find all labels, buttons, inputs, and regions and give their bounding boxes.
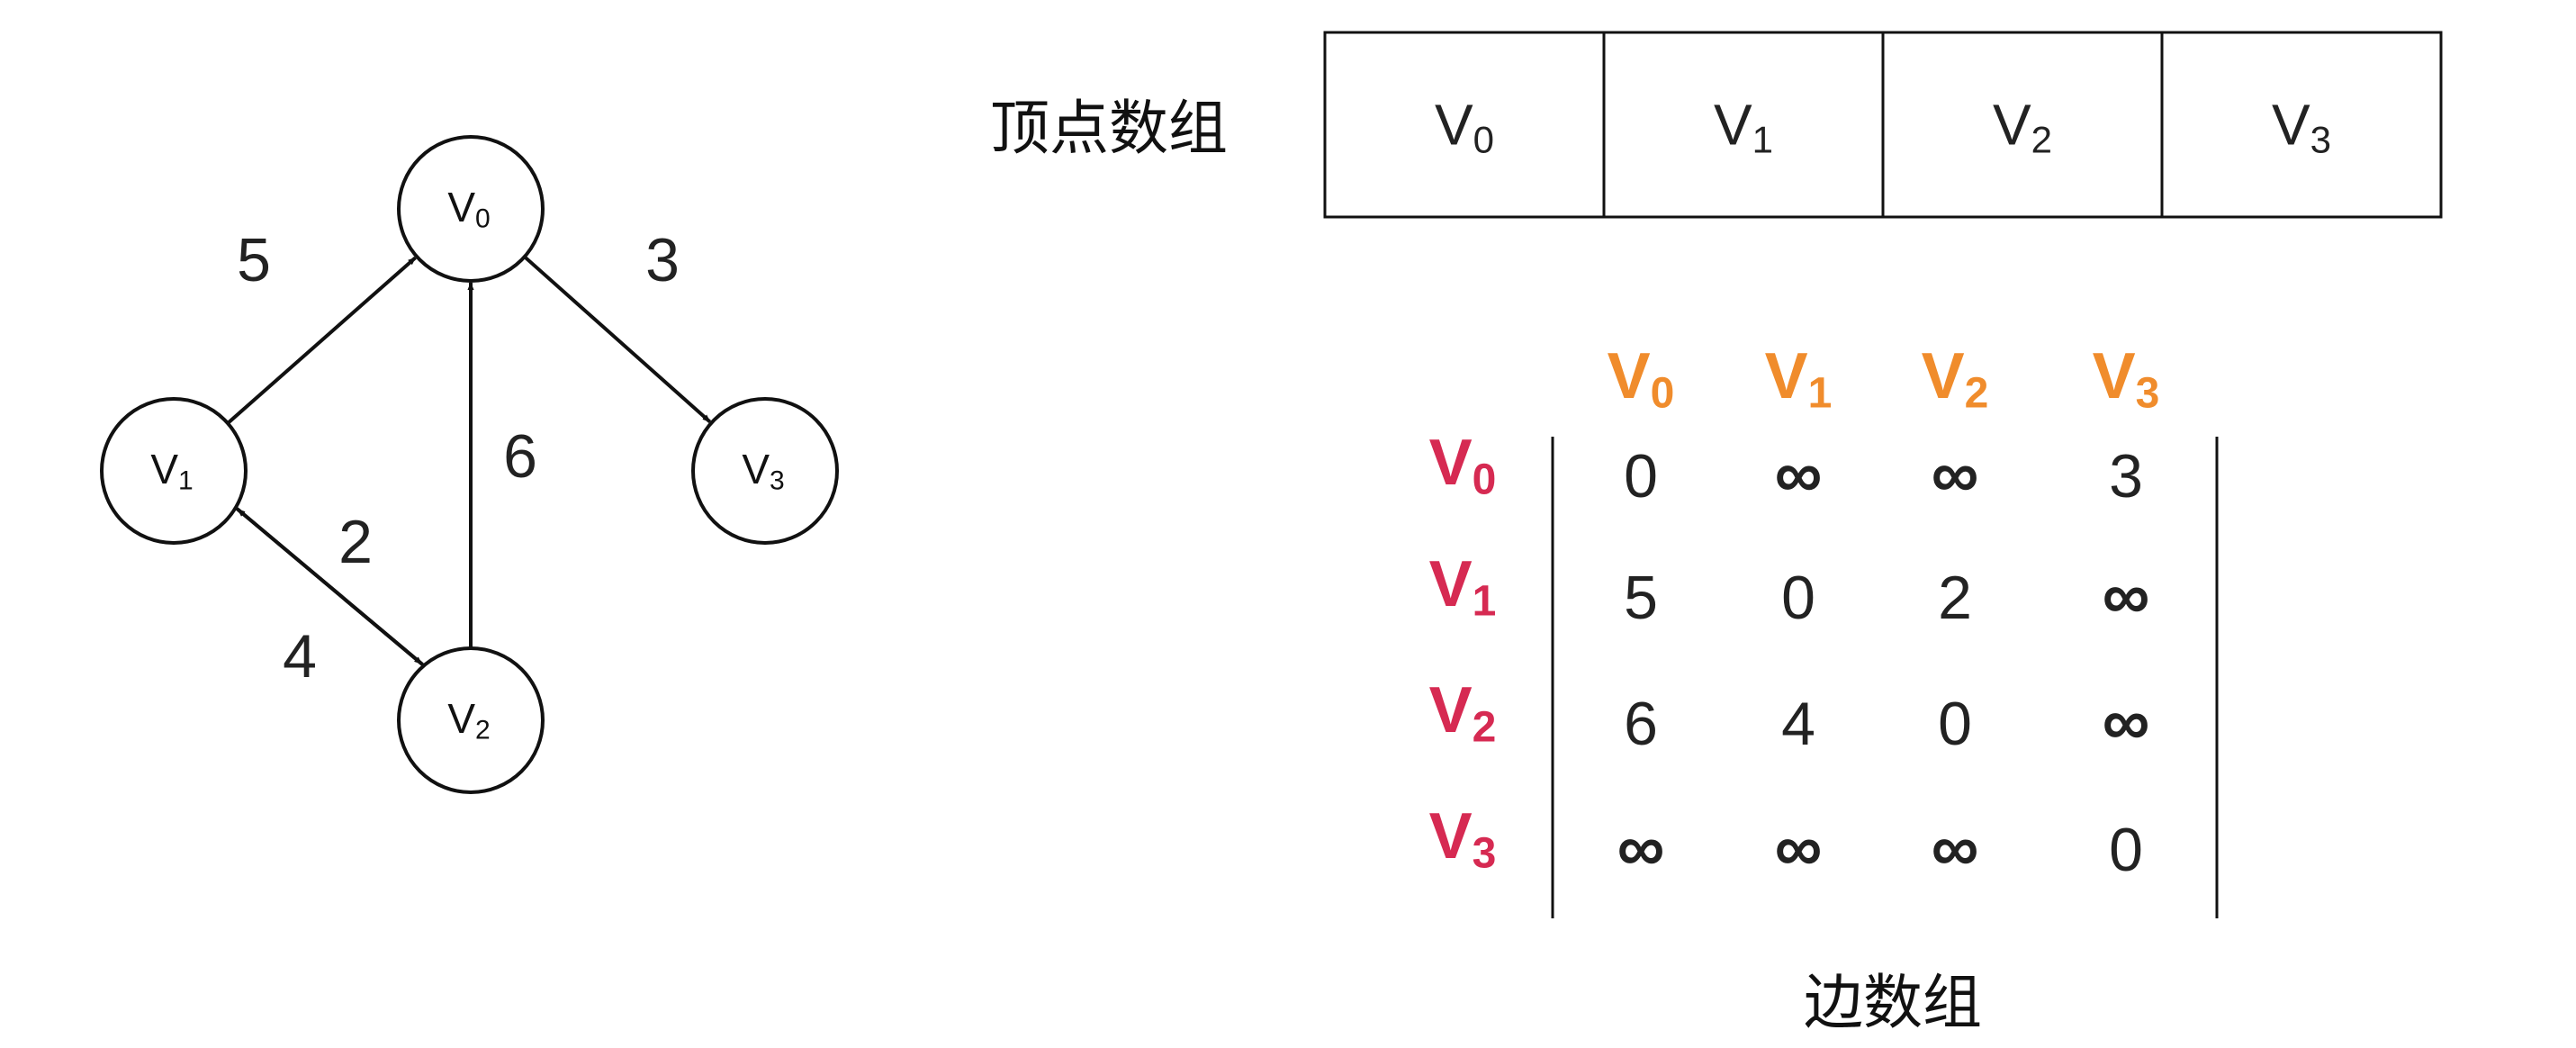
matrix-row-header: V3 (1429, 800, 1497, 878)
node-label: V0 (447, 184, 490, 234)
edge-array-title: 边数组 (1804, 968, 1982, 1037)
edge-v2-to-v1 (236, 508, 425, 667)
vertex-array-cell-label: V2 (1993, 93, 2052, 161)
node-label: V1 (150, 446, 193, 496)
vertex-array-cell: V0 (1323, 31, 1606, 219)
graph-node-v3: V3 (691, 397, 839, 545)
node-circle (397, 135, 545, 283)
vertex-array-cell-box (1602, 31, 1885, 219)
node-label: V2 (447, 695, 490, 745)
vertex-array-cells: V0 V1 V2 V3 (1323, 31, 2443, 219)
vertex-array-cell: V2 (1881, 31, 2164, 219)
matrix-cell-r0-c0: 0 (1624, 442, 1658, 510)
matrix-cell-r1-c0: 5 (1624, 564, 1658, 632)
matrix-cell-r2-c1: 4 (1781, 690, 1815, 758)
graph-node-v0: V0 (397, 135, 545, 283)
matrix-cell-r2-c0: 6 (1624, 690, 1658, 758)
edge-weight-v0-v3: 3 (645, 226, 680, 294)
node-circle (100, 397, 248, 545)
node-circle (397, 646, 545, 794)
matrix-cell-r3-c1: ∞ (1775, 810, 1823, 885)
vertex-array-title: 顶点数组 (990, 94, 1228, 163)
node-circle (691, 397, 839, 545)
edge-v1-to-v0 (226, 256, 417, 425)
vertex-array-cell: V1 (1602, 31, 1885, 219)
edge-weight-v1-v2: 2 (338, 508, 373, 576)
vertex-array-cell-label: V0 (1435, 93, 1494, 161)
matrix-cell-r0-c3: 3 (2109, 442, 2143, 510)
matrix-cell-r0-c1: ∞ (1775, 437, 1823, 511)
matrix-row-header: V2 (1429, 674, 1497, 752)
matrix-cell-r1-c3: ∞ (2103, 558, 2150, 633)
graph-edge-weights: 5 3 6 24 (237, 226, 680, 691)
vertex-array-cell-box (2160, 31, 2443, 219)
vertex-array: 顶点数组 V0 V1 V2 V3 (990, 31, 2443, 219)
matrix-cells: 0 ∞ ∞ 3 5 0 2 ∞ 6 4 0 ∞ ∞ ∞ ∞ 0 (1617, 437, 2150, 885)
matrix-row-header: V1 (1429, 548, 1497, 626)
matrix-cell-r3-c0: ∞ (1617, 810, 1665, 885)
edge-weight-v2-v0: 6 (503, 422, 537, 491)
edge-v0-to-v3 (523, 255, 712, 423)
vertex-array-cell: V3 (2160, 31, 2443, 219)
graph-edges (226, 255, 712, 667)
matrix-cell-r1-c2: 2 (1938, 564, 1972, 632)
graph-node-v2: V2 (397, 646, 545, 794)
matrix-column-header: V3 (2093, 340, 2160, 418)
graph-node-v1: V1 (100, 397, 248, 545)
vertex-array-cell-label: V3 (2272, 93, 2331, 161)
matrix-cell-r3-c3: 0 (2109, 816, 2143, 884)
edge-weight-v1-v0: 5 (237, 226, 271, 294)
vertex-array-cell-box (1881, 31, 2164, 219)
matrix-column-headers: V0 V1 V2 V3 (1608, 340, 2160, 418)
matrix-column-header: V1 (1765, 340, 1833, 418)
matrix-cell-r2-c3: ∞ (2103, 684, 2150, 759)
matrix-column-header: V0 (1608, 340, 1675, 418)
matrix-cell-r2-c2: 0 (1938, 690, 1972, 758)
matrix-cell-r1-c1: 0 (1781, 564, 1815, 632)
vertex-array-cell-box (1323, 31, 1606, 219)
vertex-array-cell-label: V1 (1714, 93, 1773, 161)
matrix-cell-r0-c2: ∞ (1932, 437, 1979, 511)
matrix-cell-r3-c2: ∞ (1932, 810, 1979, 885)
matrix-row-header: V0 (1429, 427, 1497, 504)
edge-weight-v2-v1: 4 (283, 622, 317, 691)
matrix-column-header: V2 (1922, 340, 1989, 418)
node-label: V3 (742, 446, 784, 496)
